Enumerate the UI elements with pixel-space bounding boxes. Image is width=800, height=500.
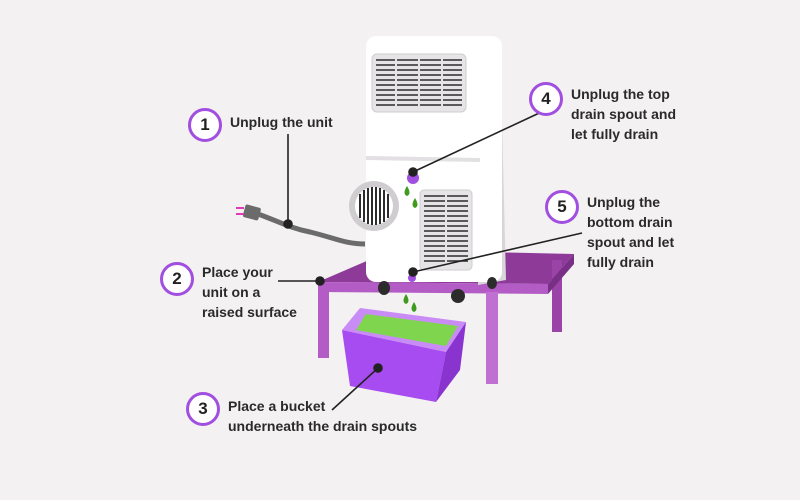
step-4: 4 Unplug the top drain spout and let ful…	[529, 82, 676, 144]
step-number-badge: 1	[188, 108, 222, 142]
step-number-badge: 5	[545, 190, 579, 224]
step-label: Unplug the top drain spout and let fully…	[571, 86, 676, 142]
step-label: Unplug the bottom drain spout and let fu…	[587, 194, 675, 270]
step-number-badge: 3	[186, 392, 220, 426]
step-label: Place a bucket underneath the drain spou…	[228, 398, 418, 434]
step-number-badge: 4	[529, 82, 563, 116]
water-drops	[403, 186, 418, 312]
step-number-badge: 2	[160, 262, 194, 296]
step-5: 5 Unplug the bottom drain spout and let …	[545, 190, 674, 272]
power-cord	[257, 211, 366, 247]
bucket	[342, 308, 466, 402]
plug-icon	[236, 204, 261, 221]
step-label: Unplug the unit	[230, 114, 333, 130]
step-1: 1 Unplug the unit	[188, 108, 333, 142]
air-conditioner	[349, 36, 506, 303]
step-2: 2 Place your unit on a raised surface	[160, 262, 297, 322]
step-label: Place your unit on a raised surface	[202, 264, 297, 320]
step-3: 3 Place a bucket underneath the drain sp…	[186, 392, 417, 436]
